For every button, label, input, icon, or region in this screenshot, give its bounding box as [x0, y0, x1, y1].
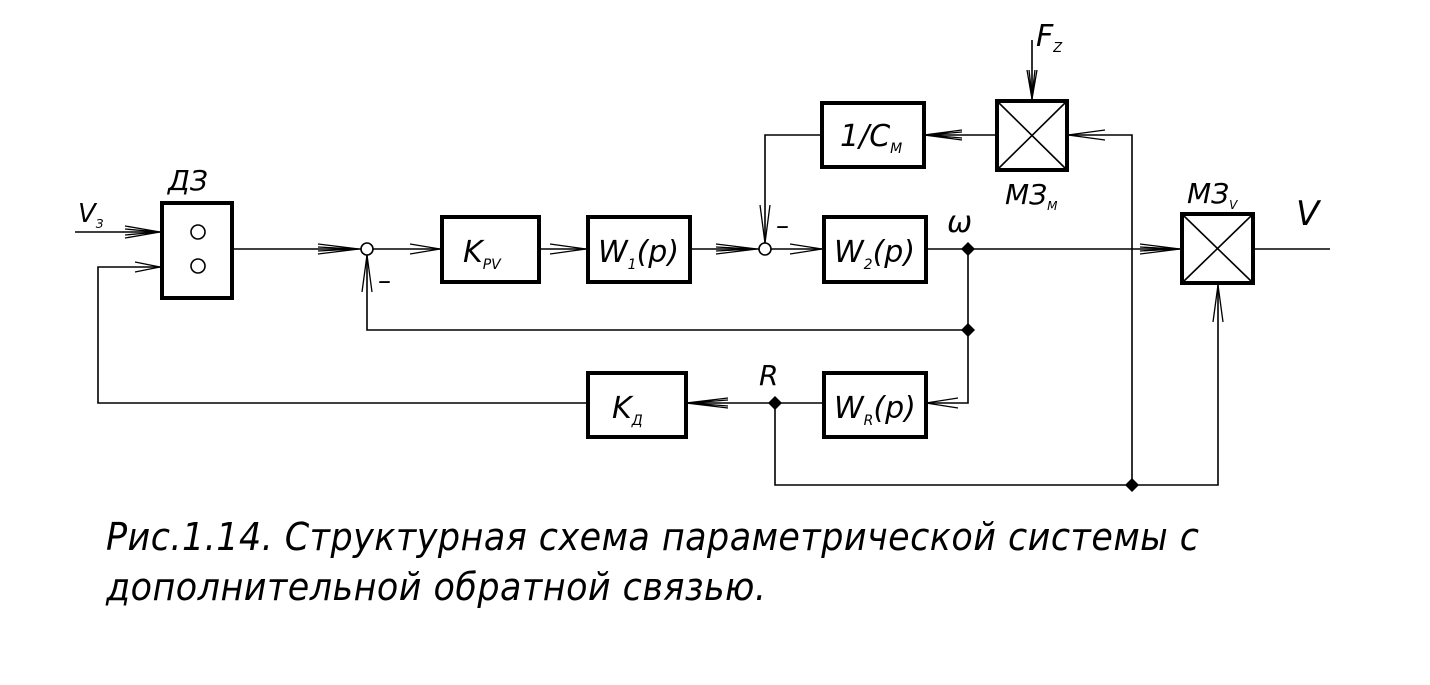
w1-block: [586, 215, 692, 284]
wr-label: WR(p): [834, 391, 916, 429]
kpv-label: KPV: [463, 235, 502, 273]
mz-v-label: МЗV: [1187, 177, 1238, 212]
minus-sign-2: –: [776, 211, 789, 241]
bottom-node: [1125, 478, 1139, 492]
mz-v-multiplier: [1180, 212, 1255, 285]
w1-label: W1(p): [598, 235, 679, 273]
w2-label: W2(p): [834, 235, 915, 273]
dz-title: ДЗ: [166, 164, 208, 197]
omega-label: ω: [947, 205, 972, 240]
summing-junction-2: [758, 242, 772, 256]
mz-m-label: МЗМ: [1005, 178, 1058, 213]
vz-label: VЗ: [78, 199, 104, 231]
branch-nodes: [768, 242, 1139, 492]
kpv-block: [440, 215, 541, 284]
dz-contact-upper: [190, 224, 206, 240]
fz-label: FZ: [1036, 19, 1063, 56]
dz-block: [160, 201, 234, 300]
dz-contact-lower: [190, 258, 206, 274]
v-output-label: V: [1296, 194, 1322, 234]
kd-block: [586, 371, 688, 439]
r-label: R: [759, 359, 778, 392]
figure-caption: Рис.1.14. Структурная схема параметричес…: [106, 512, 1210, 612]
feedback-node: [961, 323, 975, 337]
caption-line-1: Рис.1.14. Структурная схема параметричес…: [106, 515, 1200, 559]
signal-lines: [75, 40, 1330, 486]
r-node: [768, 396, 782, 410]
wr-block: [822, 371, 928, 439]
minus-sign-1: –: [378, 266, 391, 296]
kd-label: KД: [612, 391, 643, 429]
w2-block: [822, 215, 928, 284]
caption-line-2: дополнительной обратной связью.: [106, 565, 767, 609]
omega-node: [961, 242, 975, 256]
c-m-label: 1/CM: [840, 119, 902, 157]
summing-junction-1: [360, 242, 374, 256]
c-m-block: [820, 101, 926, 169]
mz-m-multiplier: [995, 99, 1069, 172]
